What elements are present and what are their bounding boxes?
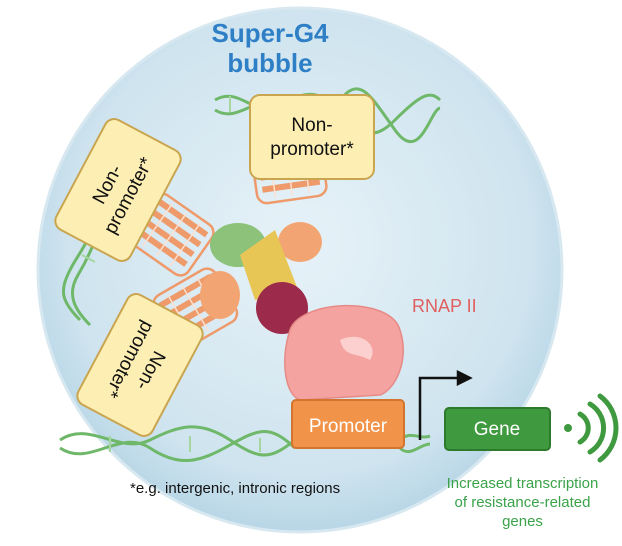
promoter-label: Promoter [309, 416, 388, 437]
diagram-title: Super-G4 bubble [190, 18, 350, 78]
signal-waves-icon [564, 393, 619, 463]
tss-arrow [418, 369, 473, 440]
title-line2: bubble [227, 48, 313, 78]
outcome-line3: genes [502, 513, 543, 530]
rnap-label: RNAP II [412, 296, 477, 316]
outcome-line1: Increased transcription [446, 475, 599, 492]
super-g4-bubble [36, 6, 564, 534]
note-non-promoter-left: Non- promoter* [54, 118, 182, 262]
gene-label: Gene [474, 419, 520, 440]
note-non-promoter-top: Non- promoter* [249, 94, 375, 180]
promoter-box [291, 399, 405, 449]
note-top-line2: promoter* [270, 139, 354, 160]
note-top-line1: Non- [291, 115, 332, 136]
title-line1: Super-G4 [211, 18, 329, 48]
outcome-line2: of resistance-related [454, 494, 591, 511]
outcome-text: Increased transcription of resistance-re… [423, 474, 622, 531]
gene-box [444, 407, 551, 451]
rnap-ii [284, 304, 404, 401]
note-non-promoter-bottom: Non- promoter* [76, 293, 204, 437]
footnote: *e.g. intergenic, intronic regions [130, 480, 341, 497]
protein-complex [200, 222, 322, 334]
